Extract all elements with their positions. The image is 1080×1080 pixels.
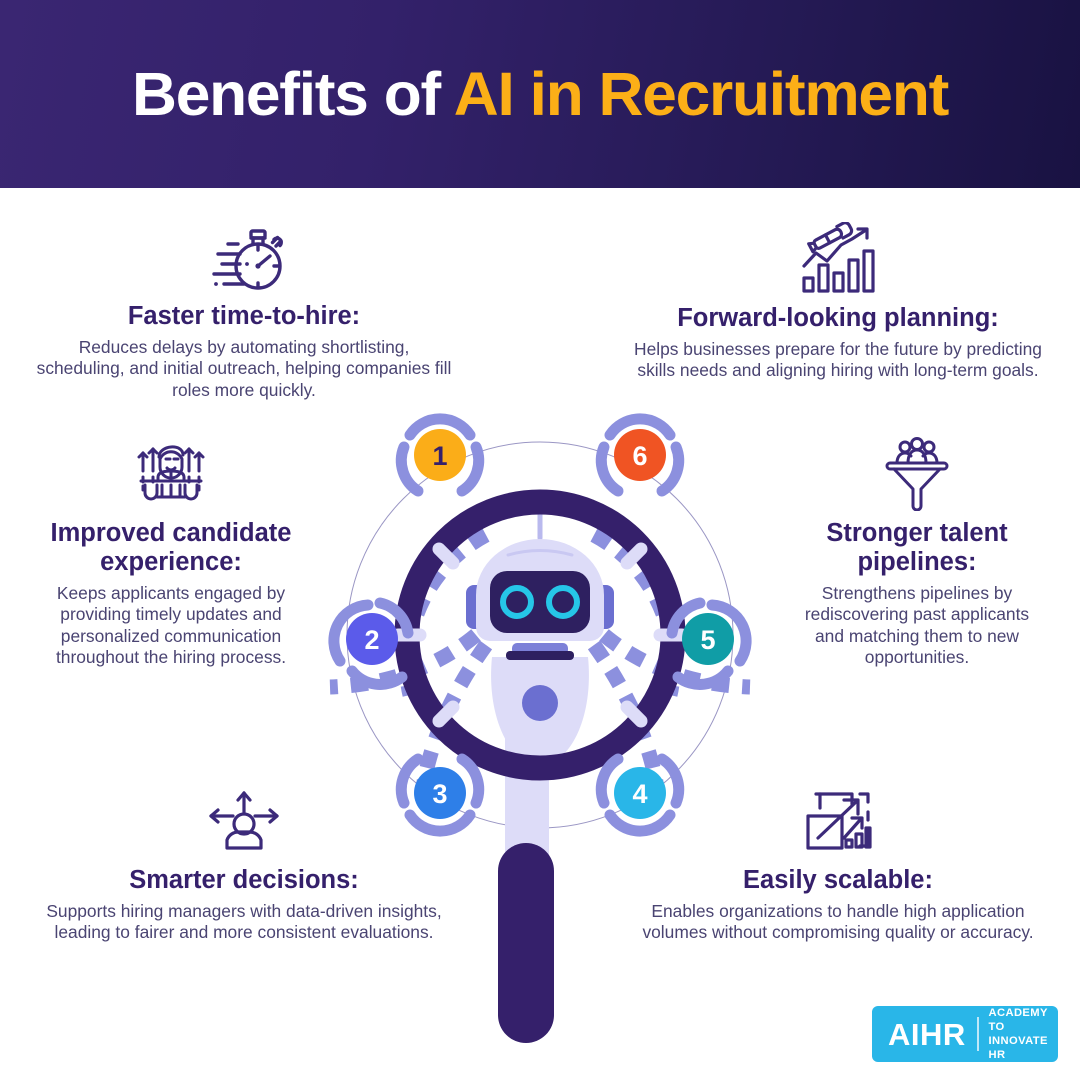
benefit-title-1: Faster time-to-hire:: [127, 302, 361, 330]
badge-3-number: 3: [432, 779, 447, 809]
badge-5-number: 5: [700, 625, 715, 655]
badge-4-number: 4: [632, 779, 647, 809]
logo-tagline-line1: ACADEMY TO: [988, 1007, 1048, 1033]
benefit-body-4: Enables organizations to handle high app…: [642, 900, 1034, 943]
decision-arrows-person-icon: [34, 786, 454, 858]
benefit-title-5: Stronger talent pipelines:: [826, 519, 1008, 576]
benefit-title-4: Easily scalable:: [743, 866, 933, 894]
magnifier-handle-grip: [498, 843, 554, 1043]
badge-2[interactable]: 2: [328, 597, 414, 690]
telescope-bar-chart-icon: [628, 222, 1048, 296]
badge-4[interactable]: 4: [595, 753, 685, 837]
stopwatch-speed-icon: [34, 222, 454, 294]
benefit-title-2: Improved candidate experience:: [50, 519, 292, 576]
badge-6-number: 6: [632, 441, 647, 471]
benefit-body-6: Helps businesses prepare for the future …: [634, 338, 1042, 381]
benefit-block-2: Improved candidate experience: Keeps app…: [44, 437, 298, 669]
badge-6[interactable]: 6: [595, 413, 685, 497]
benefit-block-4: Easily scalable: Enables organizations t…: [628, 786, 1048, 944]
benefit-title-3: Smarter decisions:: [129, 866, 359, 894]
benefit-block-3: Smarter decisions: Supports hiring manag…: [34, 786, 454, 944]
candidate-growth-icon: [44, 437, 298, 511]
badge-2-number: 2: [364, 625, 379, 655]
header-banner: Benefits of AI in Recruitment: [0, 0, 1080, 188]
benefit-body-3: Supports hiring managers with data-drive…: [46, 900, 442, 943]
badge-5[interactable]: 5: [666, 597, 752, 690]
logo-tagline-line2: INNOVATE HR: [988, 1035, 1048, 1061]
benefit-block-5: Stronger talent pipelines: Strengthens p…: [790, 437, 1044, 669]
aihr-logo[interactable]: AIHR ACADEMY TO INNOVATE HR: [872, 1006, 1058, 1062]
scale-expand-chart-icon: [628, 786, 1048, 858]
benefit-block-6: Forward-looking planning: Helps business…: [628, 222, 1048, 382]
badge-3[interactable]: 3: [395, 753, 485, 837]
benefit-body-1: Reduces delays by automating shortlistin…: [36, 336, 452, 400]
benefit-block-1: Faster time-to-hire: Reduces delays by a…: [34, 222, 454, 402]
badge-1[interactable]: 1: [395, 413, 485, 497]
benefit-body-5: Strengthens pipelines by rediscovering p…: [804, 582, 1030, 668]
page-title-highlight: AI in Recruitment: [453, 60, 950, 128]
benefit-title-6: Forward-looking planning:: [677, 304, 999, 332]
robot-figure: [466, 496, 614, 765]
talent-funnel-icon: [790, 437, 1044, 511]
logo-brand: AIHR: [888, 1016, 966, 1052]
badge-1-number: 1: [432, 441, 447, 471]
magnifying-glass-robot-illustration: 1 6 2: [300, 395, 780, 1055]
logo-tagline: ACADEMY TO INNOVATE HR: [989, 1006, 1058, 1062]
page-title: Benefits of AI in Recruitment: [131, 59, 950, 129]
benefit-body-2: Keeps applicants engaged by providing ti…: [55, 582, 287, 668]
page-title-plain: Benefits of: [131, 60, 454, 128]
logo-divider: [976, 1017, 979, 1051]
